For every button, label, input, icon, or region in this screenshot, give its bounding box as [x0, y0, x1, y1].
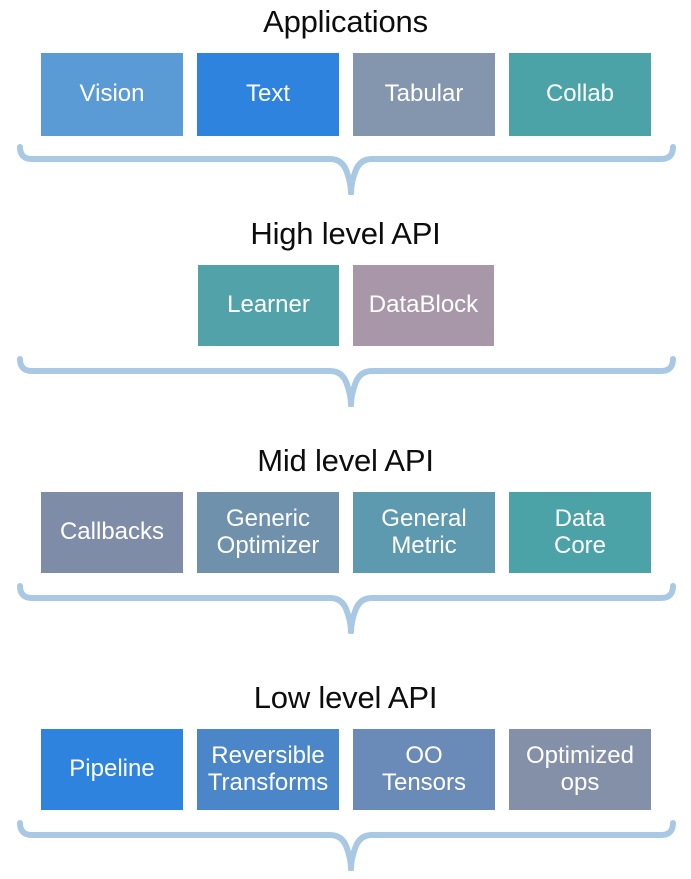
node-learner[interactable]: Learner: [198, 265, 339, 346]
node-vision[interactable]: Vision: [41, 53, 183, 136]
layer-row-mid-level-api: Callbacks Generic Optimizer General Metr…: [41, 492, 651, 573]
brace-high-level-api: [14, 355, 679, 407]
layer-title-high-level-api: High level API: [250, 216, 441, 251]
layer-row-low-level-api: Pipeline Reversible Transforms OO Tensor…: [41, 729, 651, 810]
layer-row-high-level-api: Learner DataBlock: [198, 265, 495, 346]
node-gap: [495, 492, 509, 573]
layer-title-low-level-api: Low level API: [253, 680, 438, 715]
node-data-core[interactable]: Data Core: [509, 492, 651, 573]
brace-applications: [14, 143, 679, 195]
node-gap: [183, 729, 197, 810]
node-oo-tensors[interactable]: OO Tensors: [353, 729, 495, 810]
node-pipeline[interactable]: Pipeline: [41, 729, 183, 810]
node-optimized-ops[interactable]: Optimized ops: [509, 729, 651, 810]
brace-mid-level-api: [14, 582, 679, 634]
layer-row-applications: Vision Text Tabular Collab: [41, 53, 651, 136]
node-text[interactable]: Text: [197, 53, 339, 136]
node-gap: [339, 265, 353, 346]
node-gap: [495, 53, 509, 136]
layer-title-mid-level-api: Mid level API: [257, 443, 434, 478]
brace-low-level-api: [14, 819, 679, 871]
node-gap: [339, 53, 353, 136]
node-reversible-transforms[interactable]: Reversible Transforms: [197, 729, 339, 810]
node-gap: [339, 492, 353, 573]
node-gap: [495, 729, 509, 810]
node-gap: [339, 729, 353, 810]
node-tabular[interactable]: Tabular: [353, 53, 495, 136]
node-datablock[interactable]: DataBlock: [353, 265, 494, 346]
node-collab[interactable]: Collab: [509, 53, 651, 136]
node-general-metric[interactable]: General Metric: [353, 492, 495, 573]
node-generic-optimizer[interactable]: Generic Optimizer: [197, 492, 339, 573]
node-gap: [183, 53, 197, 136]
layer-title-applications: Applications: [263, 4, 428, 39]
node-gap: [183, 492, 197, 573]
node-callbacks[interactable]: Callbacks: [41, 492, 183, 573]
